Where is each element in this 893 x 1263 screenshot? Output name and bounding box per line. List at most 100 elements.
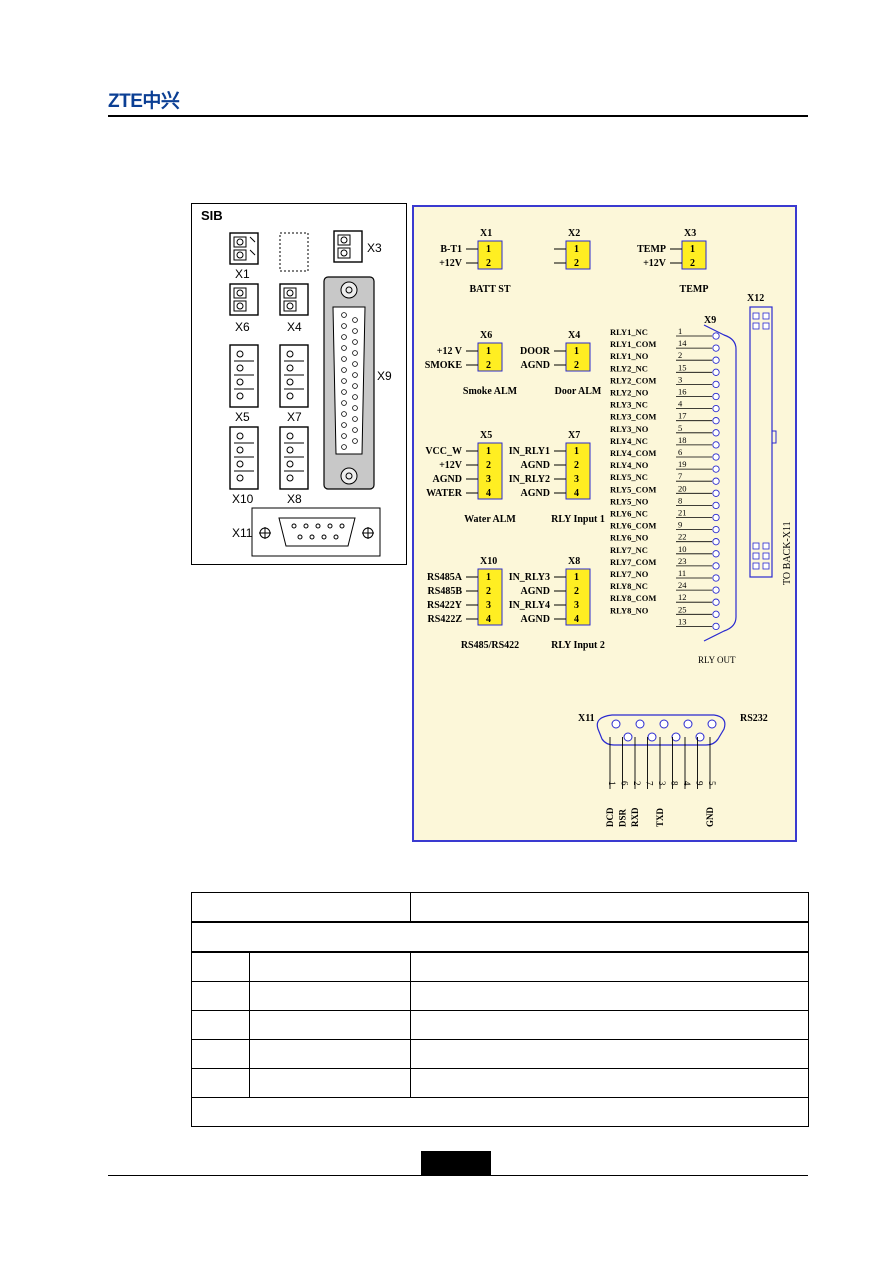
db25-pin: [341, 334, 347, 340]
table-cell: [191, 1039, 250, 1069]
x9-pin-number: 8: [678, 495, 682, 505]
pin-number: 3: [574, 474, 579, 485]
footer-rule: [108, 1175, 808, 1176]
table-cell: [249, 1039, 411, 1069]
db25-pin: [341, 345, 347, 351]
db9-pin: [695, 732, 705, 742]
db25-pin: [341, 433, 347, 439]
pin-number: 1: [486, 346, 491, 357]
db25-pin: [341, 422, 347, 428]
x9-signal: RLY6_COM: [610, 521, 656, 531]
x9-signal: RLY5_NC: [610, 472, 648, 482]
table-header-row: [191, 892, 809, 923]
db9-pin-number: 1: [607, 781, 617, 786]
x9-pin-number: 12: [678, 592, 687, 602]
zte-logo: ZTE中兴: [108, 91, 180, 112]
pin-number: 2: [574, 360, 579, 371]
db9-pin-number: 9: [695, 781, 705, 786]
x9-signal: RLY3_NO: [610, 424, 649, 434]
x9-signal: RLY3_NC: [610, 400, 648, 410]
x9-pin-number: 14: [678, 338, 687, 348]
x8-caption: RLY Input 2: [551, 640, 605, 651]
db25-pin: [341, 323, 347, 329]
db9-signal: TXD: [655, 807, 665, 827]
x9-signal: RLY1_NC: [610, 327, 648, 337]
pin-label: B-T1: [440, 244, 462, 255]
table-cell: [249, 1068, 411, 1098]
x9-signal: RLY7_NO: [610, 569, 649, 579]
pin-label: RS422Y: [427, 600, 463, 611]
x9-pin-number: 20: [678, 483, 687, 493]
pin-label: +12V: [439, 460, 463, 471]
pin-number: 1: [574, 446, 579, 457]
pin-label: IN_RLY3: [509, 572, 550, 583]
db25-pin: [341, 444, 347, 450]
pin-label: WATER: [426, 488, 463, 499]
header-rule: [108, 115, 808, 117]
x9-pin-number: 19: [678, 459, 687, 469]
x11-label: RS232: [740, 713, 768, 724]
x9-shell: [703, 324, 737, 642]
db25-pin: [352, 328, 358, 334]
x9-pin-number: 15: [678, 362, 687, 372]
table-row: [191, 1068, 809, 1098]
x9-signal: RLY4_NO: [610, 460, 649, 470]
pin-label: AGND: [521, 614, 550, 625]
x9-pin-number: 10: [678, 544, 687, 554]
db9-pin-number: 7: [645, 781, 655, 786]
x9-signal: RLY2_COM: [610, 375, 656, 385]
pin-number: 1: [574, 572, 579, 583]
table-row: [191, 1039, 809, 1069]
db25-pin: [352, 438, 358, 444]
x7-name: X7: [568, 430, 580, 441]
db9-pin: [611, 719, 621, 729]
table-section-row: [191, 921, 809, 953]
x9-signal: RLY7_COM: [610, 557, 656, 567]
x9-pin-number: 18: [678, 435, 687, 445]
pin-number: 4: [574, 614, 579, 625]
pin-number: 1: [486, 446, 491, 457]
db9-pin: [647, 732, 657, 742]
pin-number: 2: [486, 258, 491, 269]
label-x10: X10: [232, 492, 254, 506]
pin-number: 4: [574, 488, 579, 499]
pin-number: 2: [574, 258, 579, 269]
db25-pin: [341, 389, 347, 395]
table-row: [191, 981, 809, 1011]
x9-signal: RLY6_NO: [610, 533, 649, 543]
pin-label: RS485B: [428, 586, 463, 597]
db25-pin: [341, 367, 347, 373]
pin-number: 2: [486, 460, 491, 471]
page-number-badge: [421, 1151, 491, 1175]
pin-label: +12V: [439, 258, 463, 269]
x9-name: X9: [704, 315, 716, 326]
connector-x7: [279, 344, 309, 408]
pin-label: VCC_W: [425, 446, 462, 457]
x9-pin-number: 13: [678, 616, 687, 626]
pin-number: 2: [690, 258, 695, 269]
table-header-cell: [410, 892, 809, 923]
db9-pin: [683, 719, 693, 729]
db9-pin: [659, 719, 669, 729]
db9-pin-number: 2: [632, 781, 642, 786]
db25-pin: [352, 361, 358, 367]
x9-signal: RLY2_NO: [610, 388, 649, 398]
db9-pin: [635, 719, 645, 729]
x4-name: X4: [568, 330, 580, 341]
pin-number: 1: [574, 244, 579, 255]
terminal-block-x10: X101RS485A2RS485B3RS422Y4RS422ZRS485/RS4…: [427, 556, 519, 651]
label-x1: X1: [235, 267, 250, 281]
pin-number: 3: [486, 600, 491, 611]
